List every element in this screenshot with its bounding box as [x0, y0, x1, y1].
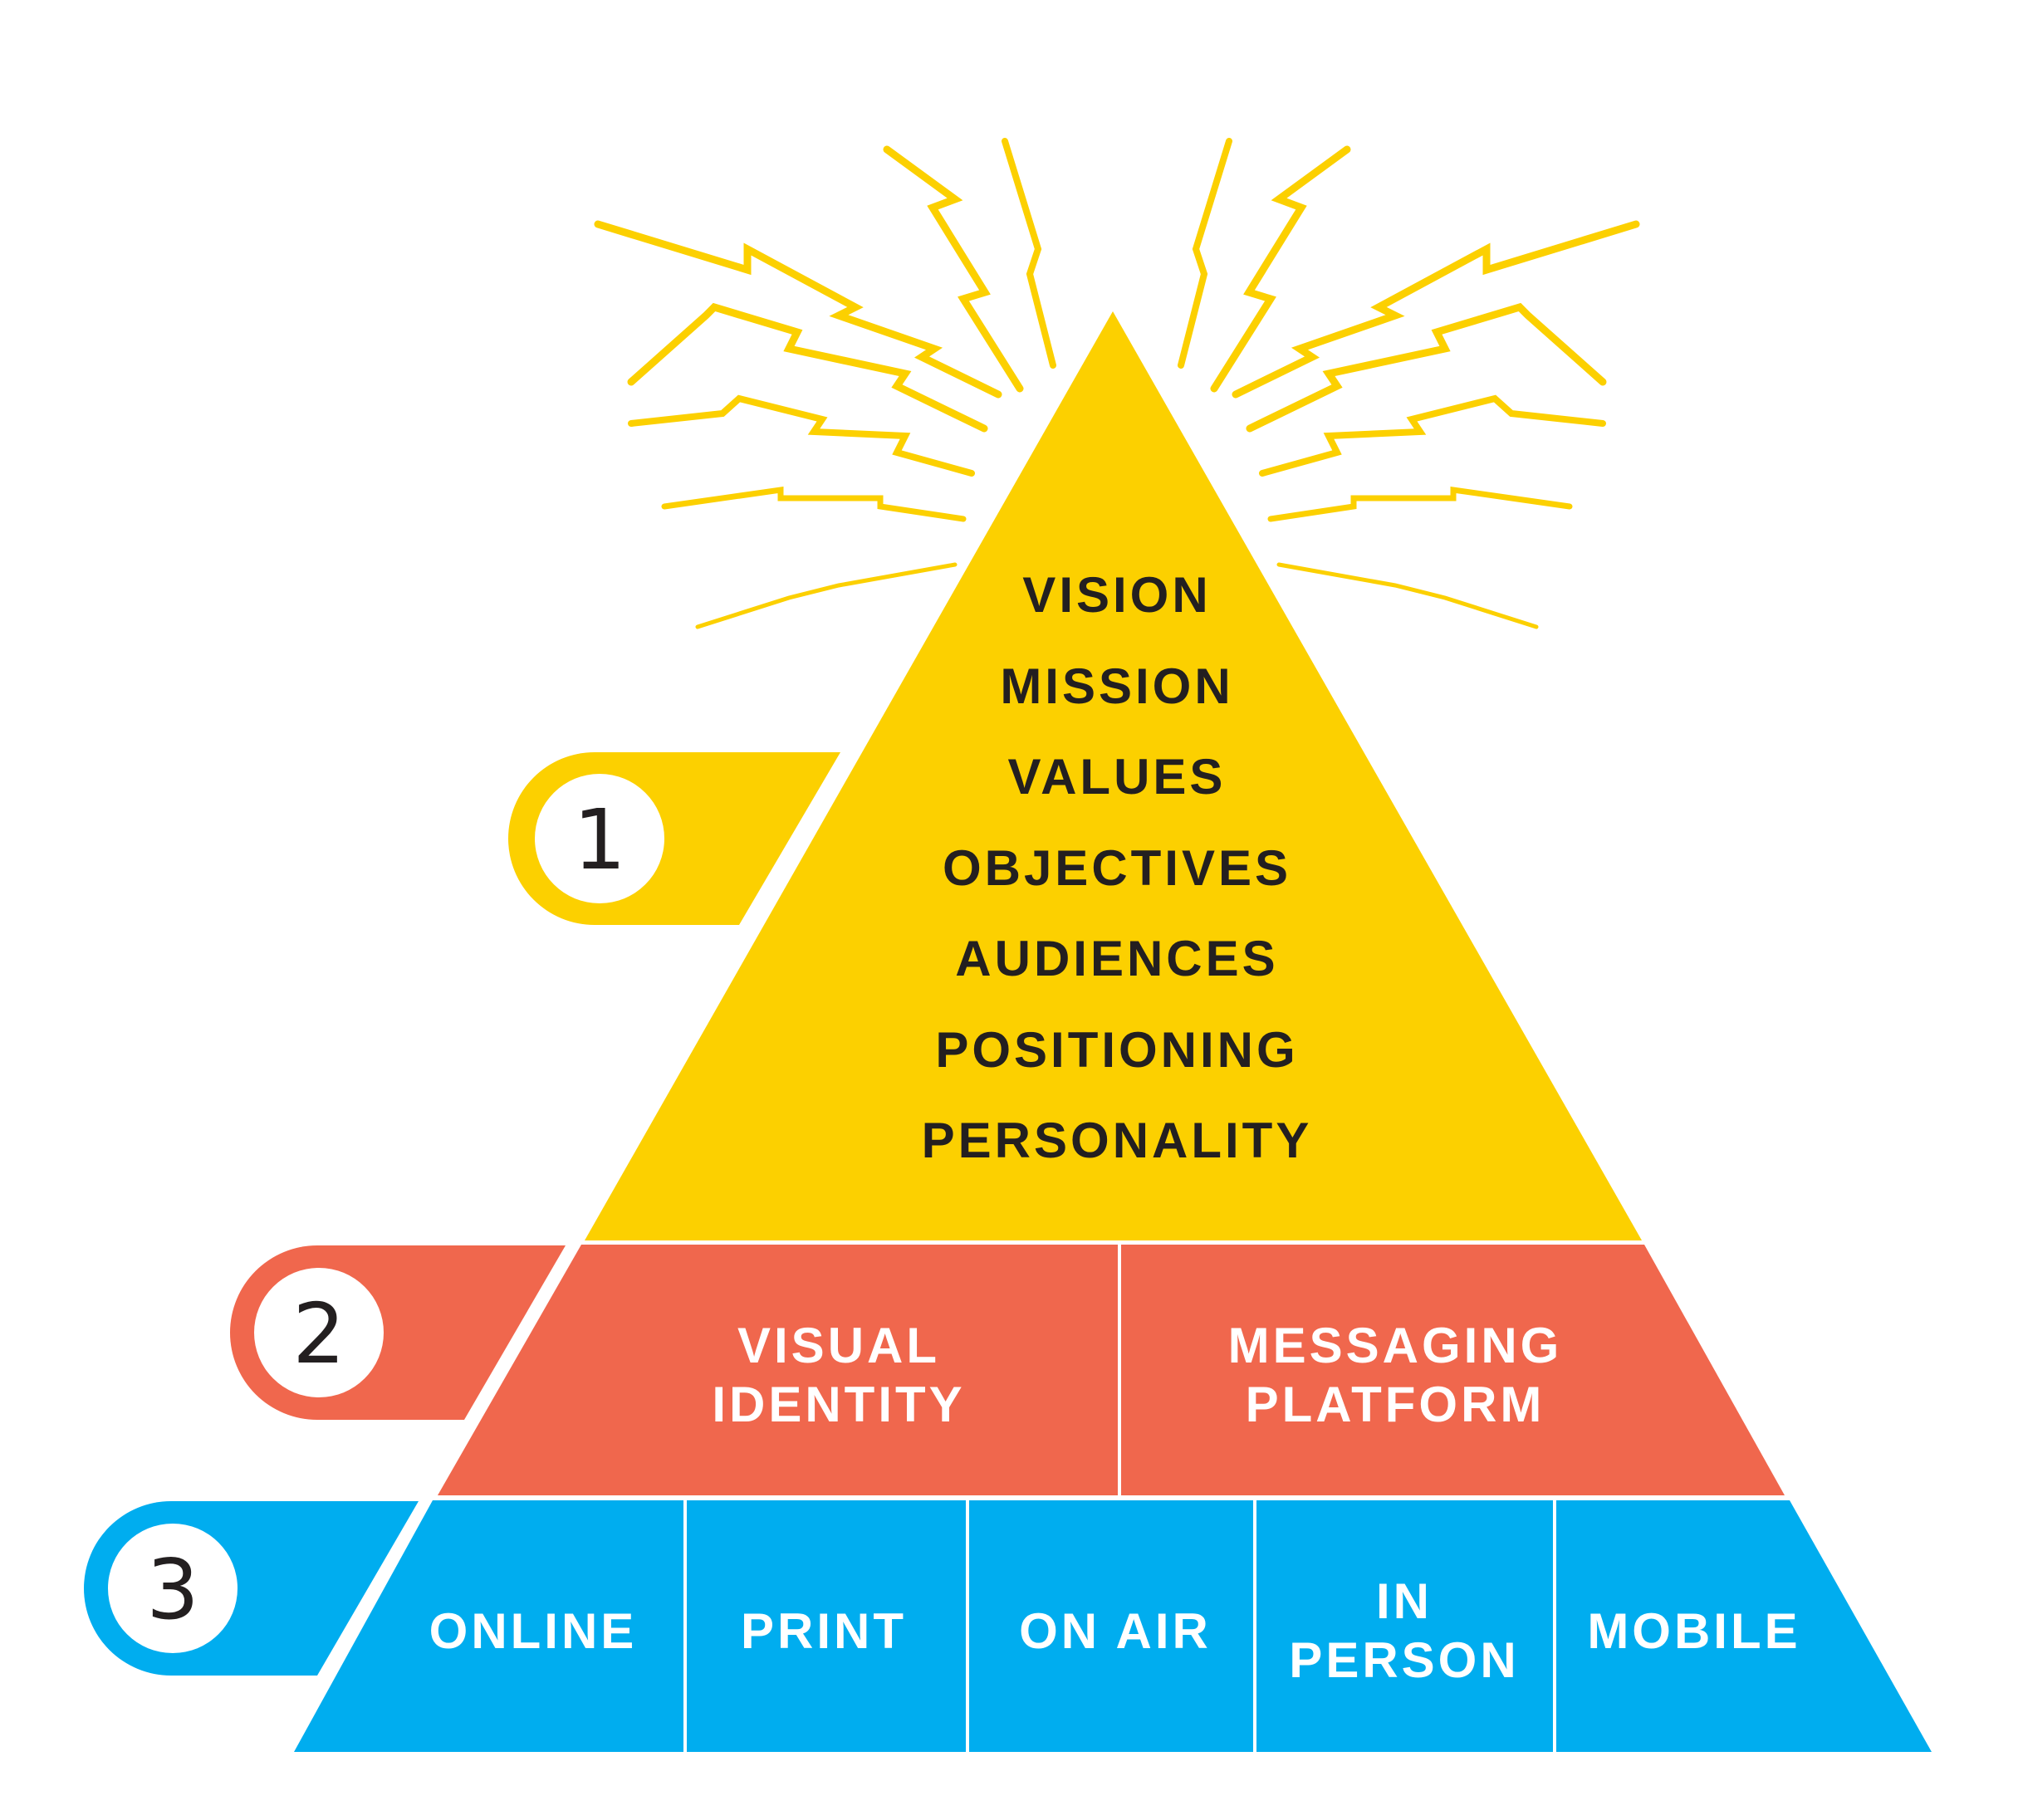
tier-3-cell-line: ON AIR: [1019, 1603, 1212, 1659]
tier-1-item: VISION: [1022, 567, 1211, 623]
tier-2-cell-line: IDENTITY: [712, 1377, 965, 1432]
lightning-ray: [627, 302, 988, 433]
tier-1-item: VALUES: [1008, 749, 1227, 805]
tier-1-item: AUDIENCES: [955, 931, 1278, 986]
tier-2-cell-line: PLATFORM: [1246, 1377, 1545, 1432]
tier-3-badge-number: 3: [146, 1541, 199, 1638]
lightning-ray: [1232, 220, 1640, 399]
tier-1-item: OBJECTIVES: [943, 840, 1291, 896]
tier-3-cell-line: PRINT: [741, 1603, 907, 1659]
lightning-rays: [594, 138, 1640, 629]
tier-3-band: [294, 1500, 1932, 1752]
tier-2-badge-circle: [254, 1268, 384, 1397]
tier-2-badge-number: 2: [292, 1285, 345, 1382]
lightning-ray: [1002, 138, 1056, 369]
tier-1-item: POSITIONING: [935, 1022, 1298, 1078]
lightning-ray: [594, 220, 1002, 399]
tier-1-item: MISSION: [1000, 658, 1233, 714]
tier-2-cells: VISUAL IDENTITY MESSAGING PLATFORM: [712, 1318, 1563, 1432]
tier-badges: 1 2 3: [108, 774, 664, 1653]
lightning-ray: [1267, 486, 1573, 522]
lightning-ray: [695, 562, 958, 629]
lightning-ray: [883, 145, 1024, 393]
tier-2-cell-line: MESSAGING: [1228, 1318, 1563, 1373]
lightning-ray: [1259, 394, 1606, 477]
tier-1-item: PERSONALITY: [922, 1113, 1313, 1168]
lightning-ray: [1246, 302, 1607, 433]
lightning-ray: [661, 486, 967, 522]
lightning-ray: [1178, 138, 1232, 369]
tier-3-cells: ONLINE PRINT ON AIR IN PERSON MOBILE: [429, 1573, 1800, 1688]
tier-3-cell-line: ONLINE: [429, 1603, 638, 1659]
pyramid: [294, 311, 1932, 1752]
tier-2-cell-line: VISUAL: [737, 1318, 940, 1373]
tier-1-badge-number: 1: [573, 791, 626, 888]
tier-3-cell-line: PERSON: [1289, 1632, 1519, 1688]
tier-3-cell-line: MOBILE: [1587, 1603, 1800, 1659]
lightning-ray: [1210, 145, 1351, 393]
cell-dividers: [683, 1245, 1556, 1752]
lightning-ray: [628, 394, 975, 477]
tier-1-triangle: [585, 311, 1642, 1240]
tier-1-badge-circle: [535, 774, 664, 903]
tier-1-items: VISION MISSION VALUES OBJECTIVES AUDIENC…: [922, 567, 1313, 1168]
lightning-ray: [1276, 562, 1539, 629]
tier-3-badge-circle: [108, 1524, 238, 1653]
tier-3-cell-line: IN: [1376, 1573, 1433, 1629]
tier-2-band: [438, 1245, 1785, 1495]
